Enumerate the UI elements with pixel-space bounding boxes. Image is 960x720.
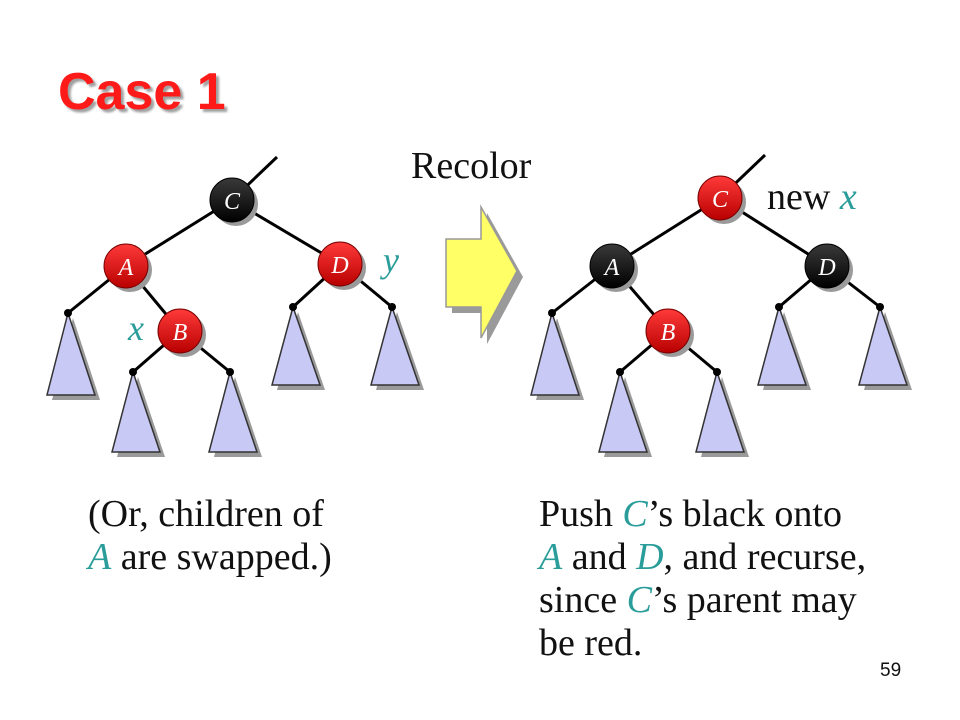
subtree-triangle	[271, 304, 325, 390]
subtree-triangle	[530, 310, 584, 400]
label-y: y	[380, 240, 399, 280]
label-new-x-var: x	[839, 176, 857, 218]
caption-right-and: and	[562, 536, 637, 578]
label-new-x: new x	[767, 176, 857, 218]
caption-right-s2: ’s parent may	[651, 579, 857, 621]
label-x: x	[127, 308, 144, 348]
svg-text:B: B	[173, 320, 188, 346]
subtree-triangle	[598, 369, 652, 457]
subtree-triangle	[111, 369, 165, 457]
subtree-triangle	[46, 310, 100, 400]
subtree-triangle	[695, 369, 749, 457]
operation-label: Recolor	[411, 145, 532, 187]
tree-node-B-new: B	[645, 308, 694, 357]
before-tree-subtrees	[46, 304, 424, 457]
subtree-triangle	[370, 304, 424, 390]
subtree-triangle	[757, 304, 811, 390]
tree-node-A-new: A	[589, 243, 638, 292]
page-number: 59	[880, 660, 902, 681]
caption-left: (Or, children of A are swapped.)	[88, 493, 418, 579]
caption-right-push: Push	[539, 493, 623, 535]
caption-left-rest: are swapped.)	[111, 536, 332, 578]
svg-text:D: D	[817, 255, 835, 281]
svg-text:C: C	[224, 189, 241, 215]
caption-right-var-a: A	[539, 536, 563, 578]
label-new: new	[767, 176, 831, 218]
subtree-triangle	[858, 304, 912, 390]
recolor-arrow	[445, 204, 523, 344]
subtree-triangle	[208, 369, 262, 457]
caption-right-s1: ’s black onto	[647, 493, 842, 535]
tree-node-D-new: D	[804, 243, 853, 292]
svg-text:D: D	[330, 253, 348, 279]
caption-right-var-c2: C	[626, 579, 652, 621]
svg-text:A: A	[603, 255, 620, 281]
caption-right: Push C’s black onto A and D, and recurse…	[539, 493, 939, 665]
caption-right-bered: be red.	[539, 622, 643, 664]
svg-text:A: A	[117, 255, 134, 281]
tree-node-A: A	[103, 243, 152, 292]
svg-text:B: B	[661, 320, 676, 346]
before-tree: C A D B y x	[46, 155, 424, 457]
caption-right-var-c1: C	[622, 493, 648, 535]
caption-right-var-d: D	[636, 536, 664, 578]
caption-left-line1: (Or, children of	[88, 493, 324, 535]
slide-title: Case 1	[58, 63, 226, 121]
after-tree-subtrees	[530, 304, 912, 457]
after-tree-leaf-dots	[548, 303, 884, 376]
tree-node-C-new: C	[697, 175, 746, 224]
caption-right-recurse: , and recurse,	[663, 536, 867, 578]
tree-node-D: D	[317, 241, 366, 290]
before-tree-leaf-dots	[64, 303, 396, 376]
tree-node-B: B	[157, 308, 206, 357]
svg-text:C: C	[712, 187, 729, 213]
caption-left-var-a: A	[88, 536, 112, 578]
tree-node-C: C	[209, 177, 258, 226]
after-tree: C A D B new x	[530, 153, 912, 457]
caption-right-since: since	[539, 579, 627, 621]
